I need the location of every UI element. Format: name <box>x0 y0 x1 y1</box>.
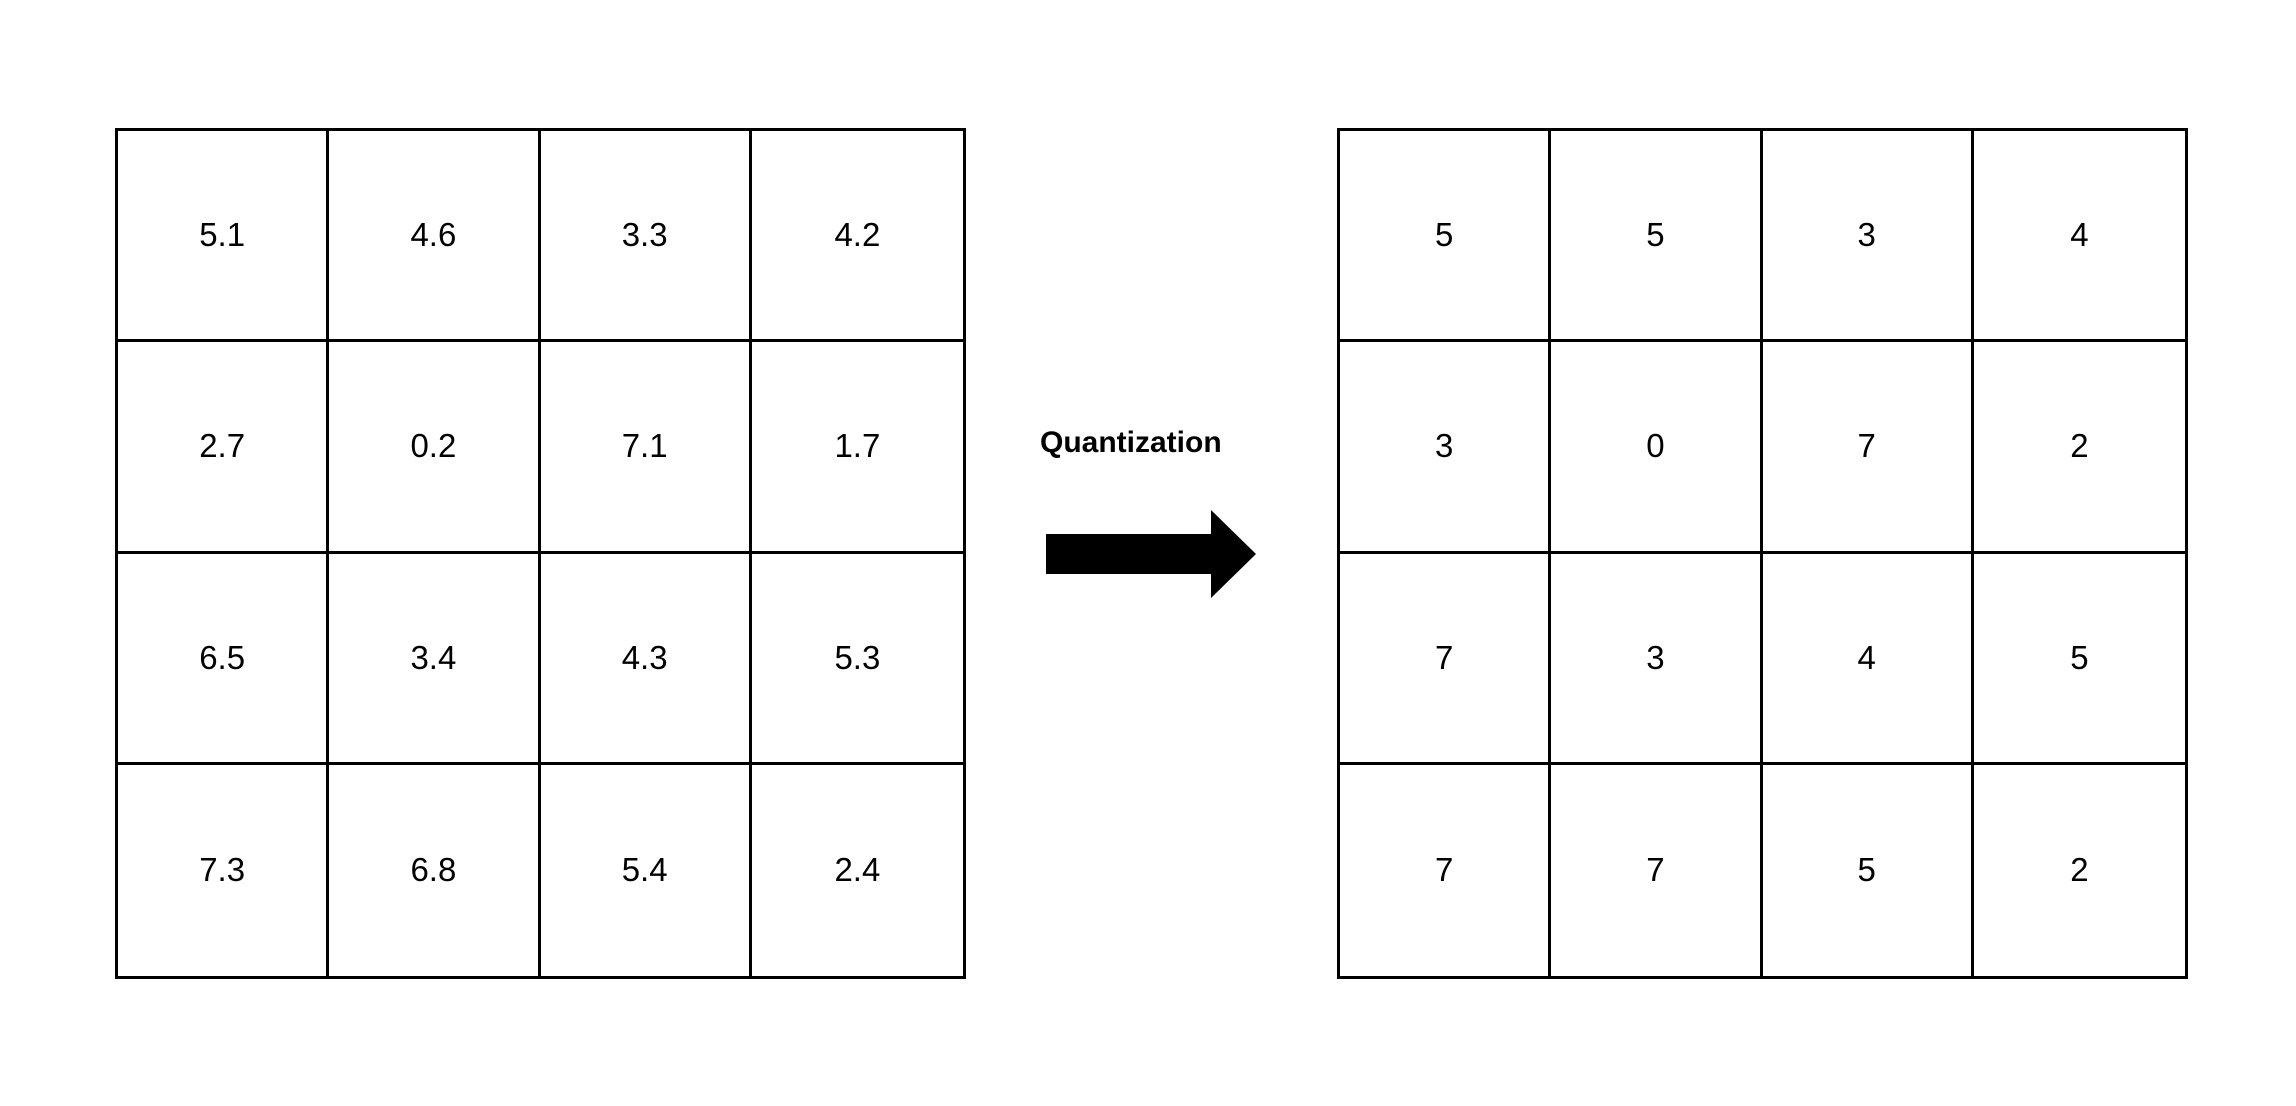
input-cell: 4.3 <box>540 553 752 765</box>
input-cell: 5.3 <box>751 554 963 765</box>
output-cell: 7 <box>1762 342 1974 554</box>
input-cell: 1.7 <box>751 342 963 554</box>
input-cell: 5.1 <box>118 131 330 343</box>
output-cell: 2 <box>1973 342 2185 554</box>
output-cell: 5 <box>1973 554 2185 765</box>
output-cell: 0 <box>1551 342 1763 554</box>
input-cell: 0.2 <box>329 342 541 554</box>
output-cell: 7 <box>1340 553 1552 765</box>
output-cell: 7 <box>1340 764 1552 976</box>
quantization-label: Quantization <box>1040 426 1222 459</box>
input-cell: 3.3 <box>540 131 752 343</box>
output-cell: 5 <box>1340 131 1552 343</box>
input-cell: 3.4 <box>329 553 541 765</box>
input-cell: 6.8 <box>329 764 541 976</box>
output-cell: 5 <box>1763 764 1974 976</box>
input-cell: 2.7 <box>118 342 330 554</box>
output-cell: 2 <box>2070 851 2089 889</box>
input-cell: 7.1 <box>540 342 752 554</box>
output-cell: 4 <box>1973 131 2185 343</box>
output-cell: 3 <box>1340 342 1552 554</box>
input-cell: 4.6 <box>329 131 541 343</box>
input-cell: 4.2 <box>751 131 963 343</box>
output-cell: 5 <box>1551 131 1763 343</box>
input-cell: 2.4 <box>834 851 881 889</box>
output-cell: 3 <box>1551 553 1763 765</box>
output-cell: 7 <box>1551 764 1763 976</box>
input-cell: 7.3 <box>118 764 330 976</box>
output-cell: 4 <box>1762 553 1974 765</box>
input-cell: 5.4 <box>541 764 752 976</box>
output-cell: 3 <box>1762 131 1974 343</box>
input-cell: 6.5 <box>118 553 330 765</box>
right-arrow-icon <box>1046 510 1256 598</box>
